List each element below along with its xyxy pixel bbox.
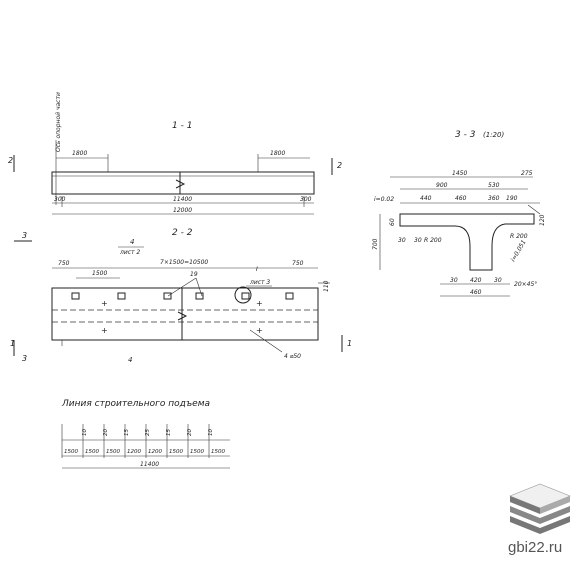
cross-mark: + <box>256 299 263 308</box>
camber-segment-label: 1200 <box>148 449 162 455</box>
dim-30-b: 30 <box>414 237 422 244</box>
camber-offset-label: 20 <box>103 429 109 436</box>
dim-460-bottom: 460 <box>470 289 482 296</box>
detail-circle <box>234 286 252 304</box>
dim-440: 440 <box>420 195 432 202</box>
dim-60: 60 <box>389 218 396 226</box>
dim-1450: 1450 <box>452 170 467 177</box>
beam-side-view <box>51 171 315 195</box>
marker-3-top: 3 <box>22 231 27 240</box>
marker-1-right: 1 <box>347 339 352 348</box>
detail-label: I <box>256 266 258 273</box>
camber-diagram: Линия строительного подъема 10 20 15 25 15 20… <box>61 399 230 469</box>
section-1-1: 1 - 1 Ось опорной части 2 2 1800 1800 30… <box>8 92 342 215</box>
dim-530: 530 <box>488 182 500 189</box>
camber-offset-label: 10 <box>82 429 88 436</box>
dim-275: 275 <box>521 170 533 177</box>
watermark: gbi22.ru <box>508 483 571 556</box>
watermark-text: gbi22.ru <box>508 539 562 556</box>
cross-mark: + <box>256 326 263 335</box>
section-3-3-title: 3 - 3 <box>455 130 476 140</box>
dim-300-left: 300 <box>54 196 66 203</box>
camber-offset-label: 15 <box>166 429 172 436</box>
dim-1800-left: 1800 <box>72 150 87 157</box>
section-3-3: 3 - 3 (1:20) 1450 275 900 530 i=0.02 440… <box>372 130 546 297</box>
section-2-2: 2 - 2 3 3 1 1 4 лист 2 4 750 7×1500=1050… <box>10 228 352 364</box>
marker-3-bottom: 3 <box>22 354 27 363</box>
dim-460-top: 460 <box>455 195 467 202</box>
cross-mark: + <box>101 326 108 335</box>
slope-right: i=0.051 <box>510 239 528 263</box>
camber-offset-label: 25 <box>145 429 151 436</box>
embedded-plate <box>163 292 172 300</box>
dim-11400: 11400 <box>173 196 192 203</box>
marker-2-right: 2 <box>337 161 342 170</box>
dim-190: 190 <box>506 195 518 202</box>
dim-750-left: 750 <box>58 260 70 267</box>
r200-left: R 200 <box>424 237 442 244</box>
dim-12000: 12000 <box>173 207 192 214</box>
embedded-plate <box>195 292 204 300</box>
dim-30-a: 30 <box>398 237 406 244</box>
camber-offset-label: 10 <box>208 429 214 436</box>
section-2-2-title: 2 - 2 <box>172 228 193 238</box>
plan-break-mark <box>177 311 188 321</box>
dim-900: 900 <box>436 182 448 189</box>
hole-leader <box>249 329 283 353</box>
marker-1-left: 1 <box>10 339 15 348</box>
embedded-plate <box>285 292 294 300</box>
dim-700: 700 <box>372 238 379 250</box>
dim-300-right: 300 <box>300 196 312 203</box>
view-4-bottom: 4 <box>128 356 132 364</box>
embedded-plate <box>71 292 80 300</box>
dim-120: 120 <box>539 214 546 226</box>
dim-420: 420 <box>470 277 482 284</box>
dim-spacing: 7×1500=10500 <box>160 259 208 266</box>
marker-2-left: 2 <box>8 156 13 165</box>
chamfer-label: 20×45° <box>514 281 537 288</box>
stacked-slabs-logo <box>509 483 571 534</box>
section-3-3-scale: (1:20) <box>483 131 504 139</box>
dim-110: 110 <box>323 280 330 292</box>
camber-segment-label: 1500 <box>211 449 225 455</box>
camber-offset-label: 20 <box>187 429 193 436</box>
embedded-plate <box>117 292 126 300</box>
hole-label: 4 ⌀50 <box>284 353 301 360</box>
view-4-label: 4 <box>130 238 134 246</box>
beam-cross-section <box>399 213 535 271</box>
camber-offset-label: 15 <box>124 429 130 436</box>
dim-750-right: 750 <box>292 260 304 267</box>
dim-19: 19 <box>190 271 198 278</box>
camber-segment-label: 1200 <box>127 449 141 455</box>
view-4-sheet: лист 2 <box>119 249 140 256</box>
beam-plan-view <box>51 287 319 341</box>
slope-top: i=0.02 <box>374 196 394 203</box>
cross-mark: + <box>101 299 108 308</box>
detail-sheet: лист 3 <box>249 279 270 286</box>
dim-30-d: 30 <box>494 277 502 284</box>
camber-title: Линия строительного подъема <box>61 399 210 409</box>
embedded-plate <box>241 292 250 300</box>
camber-total: 11400 <box>140 461 159 468</box>
dim-1500: 1500 <box>92 270 107 277</box>
camber-segment-label: 1500 <box>64 449 78 455</box>
camber-segment-label: 1500 <box>169 449 183 455</box>
section-1-1-title: 1 - 1 <box>172 121 192 131</box>
camber-segment-label: 1500 <box>190 449 204 455</box>
dim-1800-right: 1800 <box>270 150 285 157</box>
beam-break-mark <box>175 179 186 189</box>
tip-leader <box>527 204 541 215</box>
camber-segment-label: 1500 <box>106 449 120 455</box>
support-axis-note: Ось опорной части <box>55 92 62 152</box>
dim-360: 360 <box>488 195 500 202</box>
dim-30-c: 30 <box>450 277 458 284</box>
camber-segment-label: 1500 <box>85 449 99 455</box>
r200-right: R 200 <box>510 233 528 240</box>
